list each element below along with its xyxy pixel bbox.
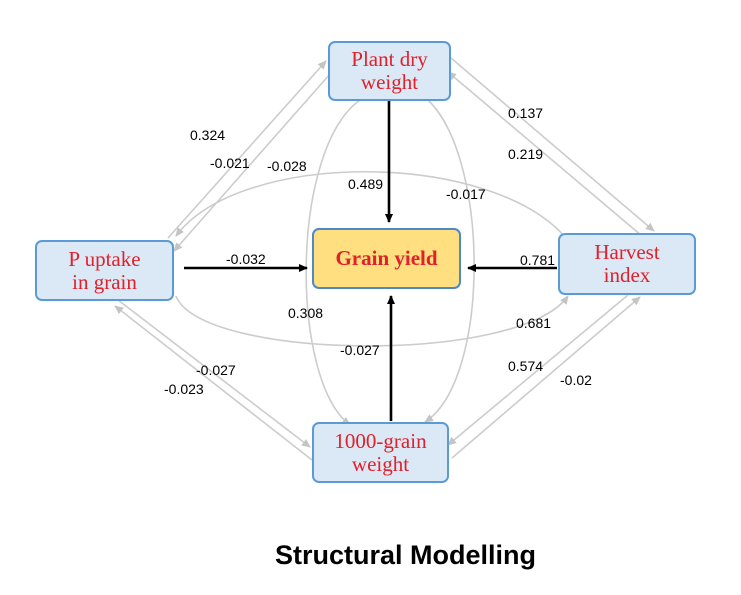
direct-effect-arrows <box>184 101 557 421</box>
coef-plant-grainw-left: 0.308 <box>288 305 324 321</box>
node-harvest-index: Harvest index <box>558 233 696 295</box>
node-plant-dry-weight: Plant dry weight <box>328 41 451 101</box>
coef-plant-to-yield: 0.489 <box>348 176 384 192</box>
coef-p-harvest-curve: 0.681 <box>516 315 552 331</box>
node-p-uptake-line1: P uptake <box>68 246 141 271</box>
corr-p-harvest-curve <box>175 295 569 347</box>
coef-harvest-p-curve: -0.028 <box>267 158 307 174</box>
coef-harvest-grainw-b: -0.02 <box>560 372 592 388</box>
node-p-uptake-line2: in grain <box>72 269 137 294</box>
node-plant-dry-weight-line1: Plant dry <box>351 47 428 71</box>
coef-p-plant-a: 0.324 <box>190 127 226 143</box>
correlation-paths <box>114 57 655 461</box>
corr-harvest-grainw-a <box>447 294 629 446</box>
corr-p-grainw-b <box>114 305 313 461</box>
corr-p-plant-b <box>173 73 331 252</box>
node-harvest-index-line2: index <box>603 263 651 287</box>
coef-plant-harvest-a: 0.137 <box>508 105 544 121</box>
corr-p-plant-a <box>167 60 327 239</box>
diagram-caption: Structural Modelling <box>274 540 536 570</box>
corr-p-grainw-a <box>117 299 311 448</box>
node-1000-grain-weight: 1000-grain weight <box>312 422 449 483</box>
coef-plant-harvest-b: 0.219 <box>508 146 544 162</box>
node-harvest-index-line1: Harvest <box>594 240 660 264</box>
node-plant-dry-weight-line2: weight <box>360 70 419 94</box>
coef-p-grainw-a: -0.027 <box>196 362 236 378</box>
corr-harvest-grainw-b <box>451 296 641 459</box>
node-grain-yield: Grain yield <box>312 228 461 289</box>
node-p-uptake-in-grain: P uptake in grain <box>35 240 174 301</box>
corr-plant-harvest-b <box>447 71 643 237</box>
corr-plant-harvest-a <box>450 57 655 232</box>
corr-harvest-p-curve <box>175 170 567 239</box>
coef-p-plant-b: -0.021 <box>210 155 250 171</box>
node-grain-weight-line2: weight <box>351 451 410 476</box>
node-grain-weight-line1: 1000-grain <box>334 428 427 453</box>
coef-grainw-to-yield: -0.027 <box>340 342 380 358</box>
coef-harvest-grainw-a: 0.574 <box>508 358 544 374</box>
coef-p-grainw-b: -0.023 <box>164 381 204 397</box>
node-grain-yield-label: Grain yield <box>335 246 438 270</box>
coef-plant-grainw-right: -0.017 <box>446 186 486 202</box>
coef-p-to-yield: -0.032 <box>226 251 266 267</box>
coef-harvest-to-yield: 0.781 <box>520 252 556 268</box>
